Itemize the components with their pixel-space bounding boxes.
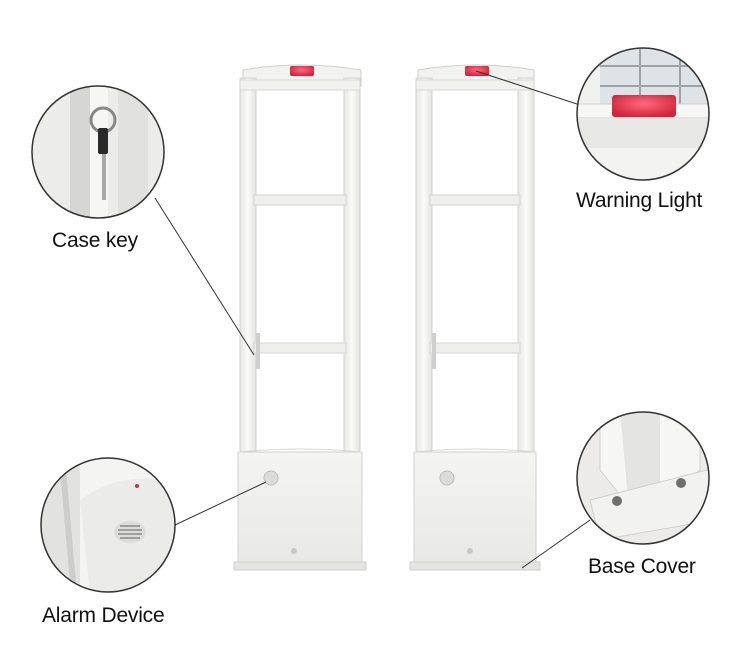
right-antenna-gate xyxy=(409,64,541,571)
warning-light-icon xyxy=(612,95,676,117)
case-key-callout xyxy=(31,85,165,219)
warning-light-callout xyxy=(576,47,710,181)
screw-hole-icon xyxy=(612,496,622,506)
alarm-device-label: Alarm Device xyxy=(42,604,165,627)
case-key-label: Case key xyxy=(52,229,138,252)
alarm-device-callout xyxy=(40,457,176,593)
speaker-icon xyxy=(114,521,146,543)
base-cover-label: Base Cover xyxy=(588,555,696,578)
left-warning-light-icon xyxy=(290,66,314,76)
screw-hole-icon xyxy=(676,478,686,488)
left-antenna-gate xyxy=(233,64,367,571)
warning-light-label: Warning Light xyxy=(576,189,703,212)
base-cover-callout xyxy=(576,411,710,545)
key-icon xyxy=(98,128,108,154)
leader-lines xyxy=(154,70,591,569)
